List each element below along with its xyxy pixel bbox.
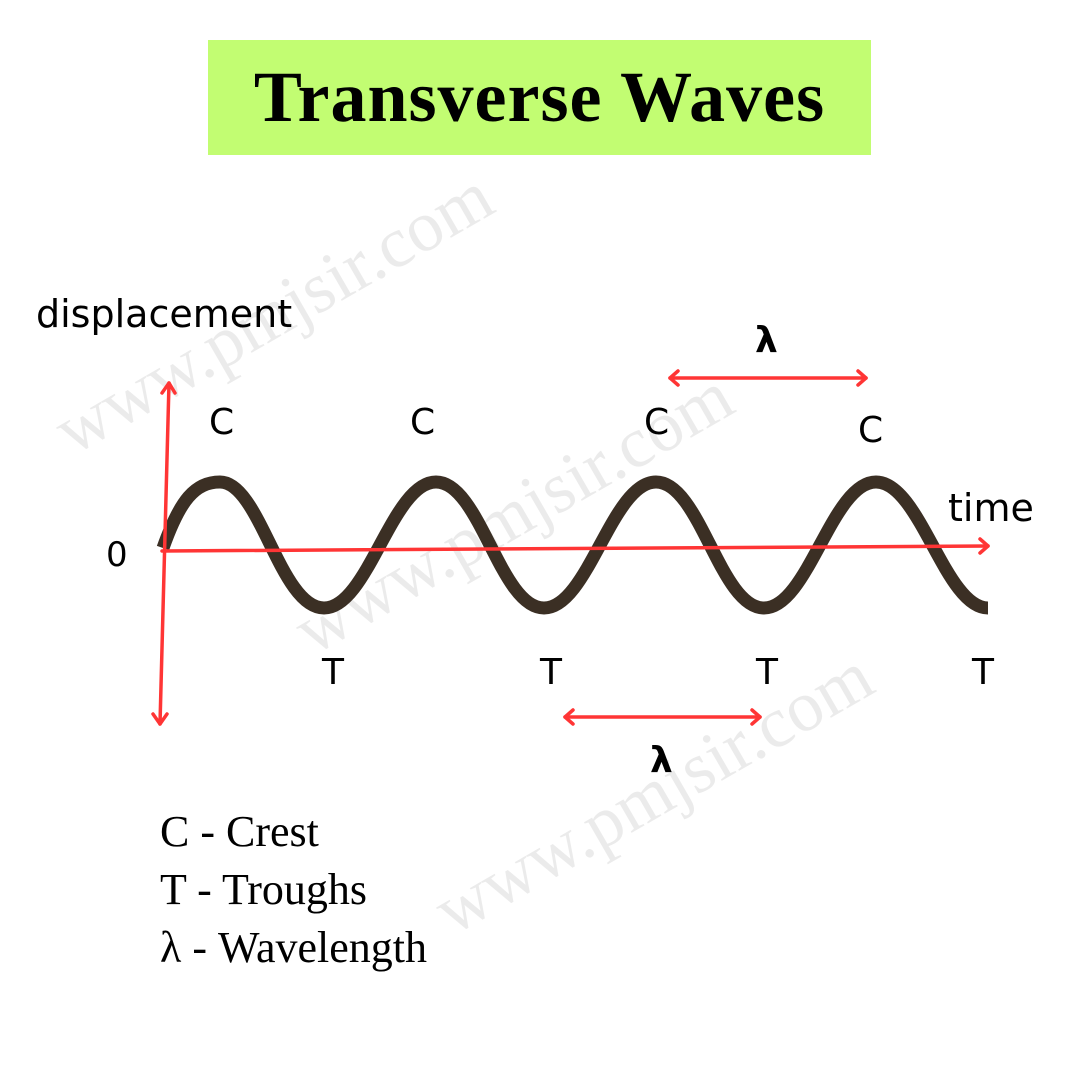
title-banner: Transverse Waves — [208, 40, 871, 155]
legend-item-crest: C - Crest — [160, 807, 319, 856]
page-title: Transverse Waves — [253, 57, 826, 137]
origin-label: 0 — [106, 535, 128, 575]
legend-item-wavelength: λ - Wavelength — [160, 923, 428, 972]
crest-label: C — [644, 402, 670, 443]
wavelength-label-top: λ — [755, 320, 778, 361]
x-axis-label: time — [948, 486, 1034, 530]
trough-label: T — [972, 652, 994, 693]
legend: C - Crest T - Troughs λ - Wavelength — [160, 803, 427, 977]
wavelength-arrow-bottom — [563, 708, 762, 726]
crest-label: C — [410, 402, 436, 443]
y-axis-arrow — [151, 381, 177, 726]
x-axis-arrow — [160, 537, 990, 555]
trough-label: T — [322, 652, 344, 693]
y-axis-label: displacement — [36, 292, 293, 336]
wavelength-arrow-top — [668, 369, 868, 387]
crest-label: C — [209, 402, 235, 443]
legend-item-troughs: T - Troughs — [160, 865, 368, 914]
trough-label: T — [540, 652, 562, 693]
trough-label: T — [756, 652, 778, 693]
transverse-wave — [156, 475, 990, 615]
crest-label: C — [858, 410, 884, 451]
wavelength-label-bottom: λ — [650, 740, 673, 781]
